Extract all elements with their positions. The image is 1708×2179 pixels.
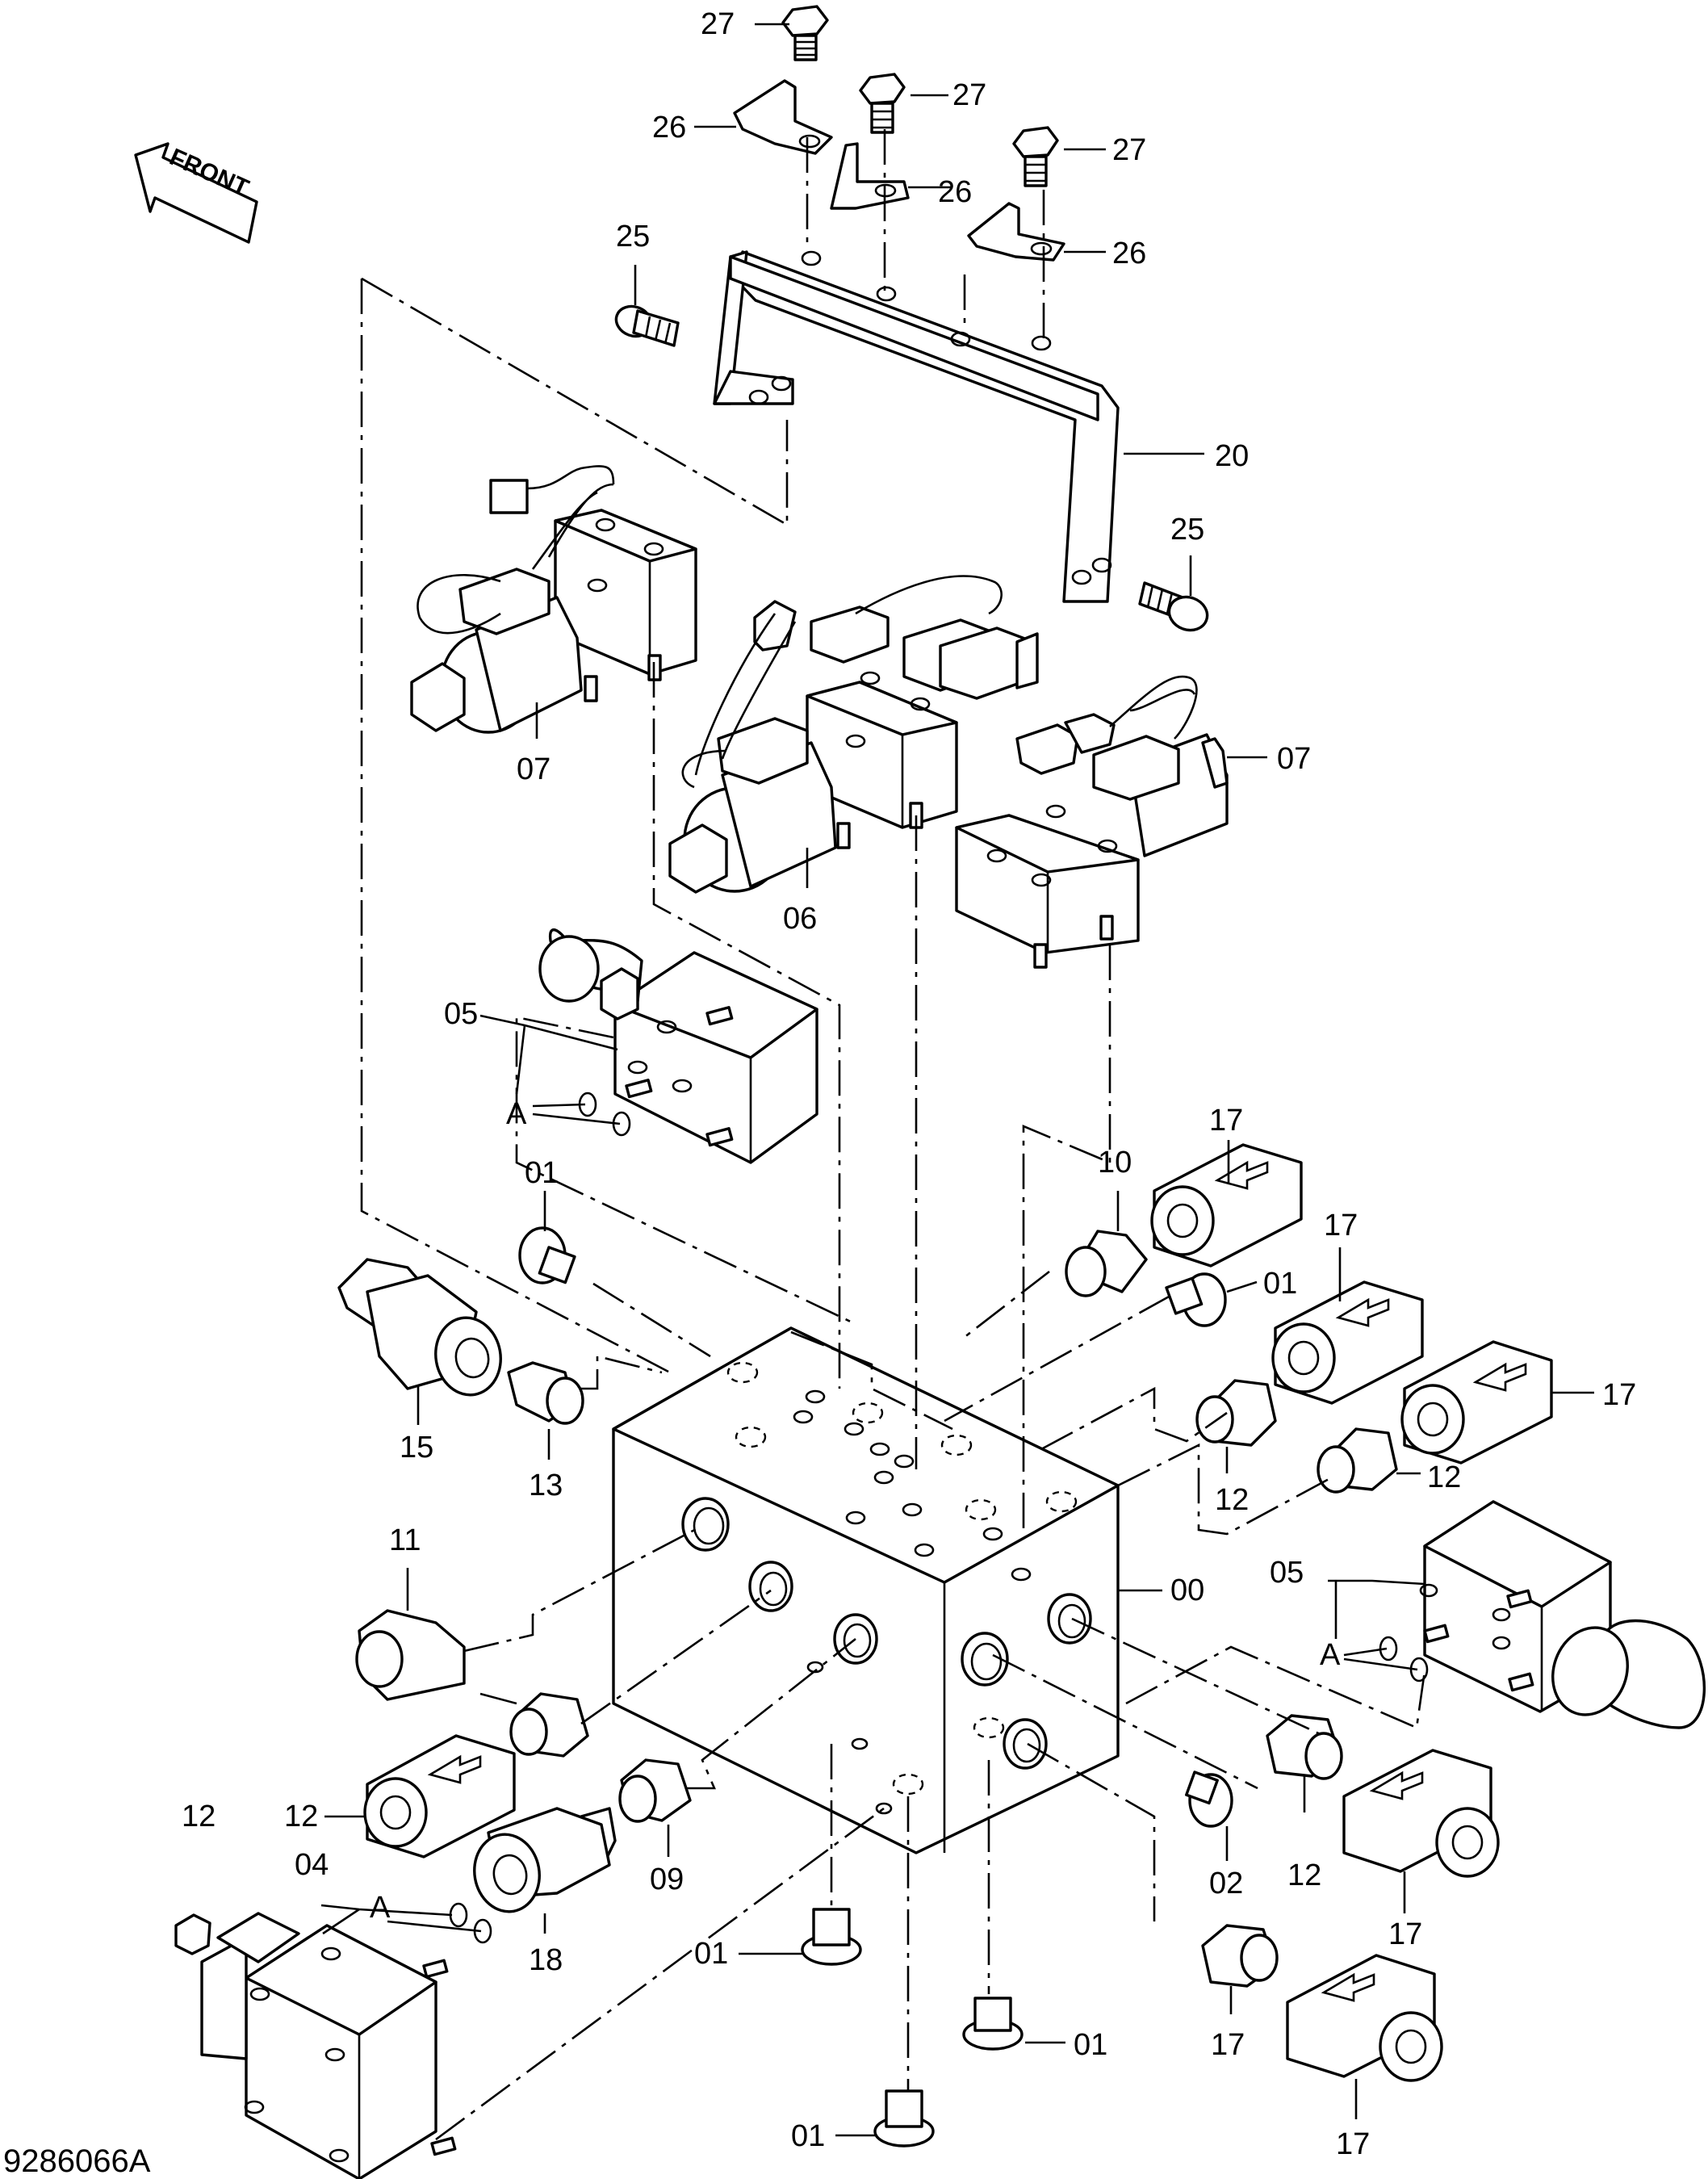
check-valve-17-d [363,1734,516,1858]
callout-01: 01 [1074,2028,1107,2062]
clamp-26-a [733,79,833,155]
callout-25: 25 [616,220,650,254]
callout-17: 17 [1602,1378,1636,1412]
callout-11: 11 [389,1523,421,1557]
callout-02: 02 [1209,1867,1243,1900]
callout-12: 12 [1215,1483,1249,1517]
valve-block-04 [174,1902,492,2179]
callout-25: 25 [1170,513,1204,547]
callout-17: 17 [1388,1917,1422,1951]
callout-17: 17 [1324,1209,1358,1242]
plug-01-b [1165,1272,1227,1327]
connector-12-b [1317,1427,1398,1494]
callout-27: 27 [952,78,986,112]
callout-12: 12 [1427,1460,1461,1494]
connector-12-c [509,1692,589,1758]
callout-07: 07 [517,752,550,786]
connector-11 [355,1609,466,1701]
callout-09: 09 [650,1863,684,1896]
clamp-26-c [967,202,1065,262]
check-valve-17-f [1286,1954,1443,2082]
solenoid-valve-07-a [410,465,697,734]
connector-09 [618,1758,692,1823]
drawing-number: 9286066A [3,2143,151,2179]
callout-01: 01 [1263,1267,1297,1301]
callout-20: 20 [1215,439,1249,473]
callout-26: 26 [652,111,686,145]
valve-block-05-a [538,928,818,1164]
callout-01: 01 [791,2119,825,2153]
callout-labels: 27 27 27 26 26 26 25 25 20 07 07 06 05 A… [182,7,1636,2161]
front-arrow: FRONT [134,142,258,244]
callout-A: A [370,1891,391,1925]
callout-27: 27 [1112,133,1146,167]
callout-A: A [506,1097,527,1131]
bolt-27-b [859,73,906,134]
callout-15: 15 [400,1431,433,1465]
screw-25-a [614,304,680,347]
plug-01-a [518,1226,576,1284]
clamp-26-b [830,142,910,210]
plug-01-c [801,1908,862,1966]
callout-07: 07 [1277,742,1311,776]
connector-12-a [1195,1379,1277,1447]
cartridge-15 [337,1258,502,1397]
bolt-27-a [781,5,829,61]
callout-04: 04 [295,1848,329,1882]
callout-12: 17 [1211,2028,1245,2062]
connector-12-e [1201,1924,1279,1988]
callout-05: 05 [444,997,478,1031]
connector-12-d [1266,1714,1343,1780]
solenoid-valve-07-b [955,675,1229,969]
valve-block-05-b [1379,1500,1706,1729]
callout-05: 05 [1270,1556,1304,1590]
callout-12: 12 [1287,1858,1321,1892]
callout-27: 27 [701,7,735,41]
callout-13: 13 [529,1469,563,1502]
plug-01-e [873,2089,935,2148]
check-valve-17-a [1150,1143,1303,1268]
callout-17: 12 [284,1800,318,1833]
callout-06: 06 [783,902,817,936]
callout-26: 26 [938,175,972,209]
connector-13 [507,1361,584,1425]
callout-01: 01 [525,1156,559,1190]
callout-12: 12 [182,1800,216,1833]
check-valve-17-b [1271,1280,1424,1405]
callout-26: 26 [1112,237,1146,270]
bolt-27-c [1012,126,1059,187]
callout-A: A [1320,1638,1341,1672]
bracket-20 [713,250,1120,603]
connector-10 [1065,1230,1148,1297]
callout-10: 10 [1098,1146,1132,1180]
main-block-00 [612,1326,1120,1854]
screw-25-b [1138,581,1209,632]
plug-01-d [962,1997,1024,2051]
leader-lines [320,23,1594,2137]
callout-00: 00 [1170,1573,1204,1607]
check-valve-17-c [1400,1340,1553,1465]
plug-02 [1185,1770,1233,1828]
check-valve-17-e [1342,1749,1500,1878]
cartridge-18 [473,1807,617,1913]
callout-01: 01 [694,1937,728,1971]
callout-17: 17 [1209,1104,1243,1138]
callout-18: 18 [529,1943,563,1977]
callout-17: 17 [1336,2127,1370,2161]
